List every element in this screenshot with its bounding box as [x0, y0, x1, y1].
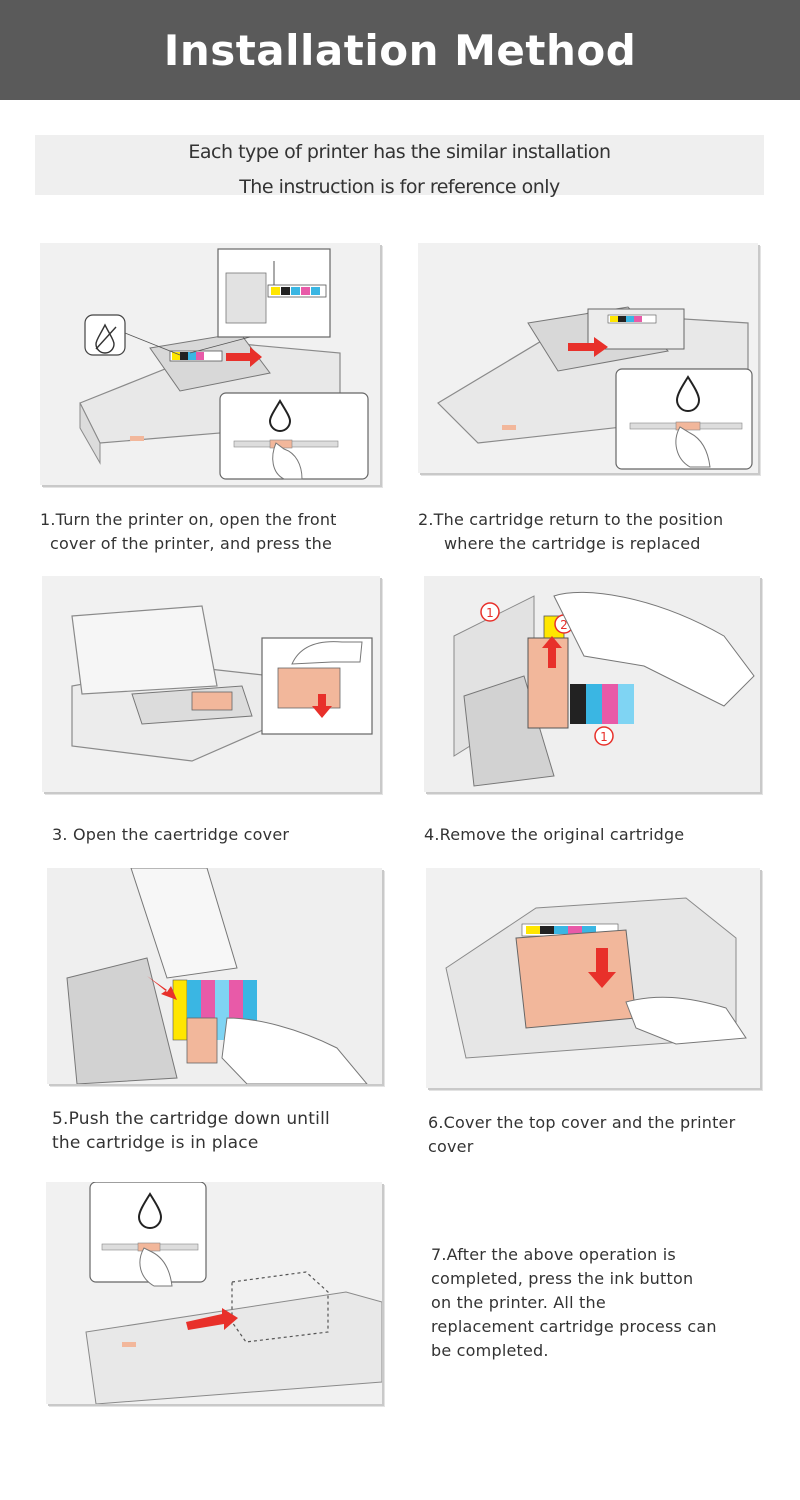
arrow-icon — [568, 337, 608, 357]
step-2-illustration — [418, 243, 758, 473]
step-4-line-1: 4.Remove the original cartridge — [424, 825, 685, 844]
step-1-caption: 1.Turn the printer on, open the front co… — [40, 508, 390, 556]
cartridge-return-illustration — [418, 243, 758, 473]
push-cartridge-illustration — [47, 868, 382, 1084]
step-6-illustration — [426, 868, 760, 1088]
step-2-caption: 2.The cartridge return to the position w… — [418, 508, 768, 556]
arrow-icon — [186, 1308, 238, 1330]
no-ink-icon — [95, 323, 117, 354]
hand-icon — [291, 641, 363, 665]
open-cartridge-cover-illustration — [42, 576, 380, 792]
reference-note: Each type of printer has the similar ins… — [35, 135, 764, 198]
step-7-line-5: be completed. — [431, 1341, 549, 1360]
press-ink-button-illustration — [46, 1182, 382, 1404]
remove-cartridge-illustration: 1 2 1 — [424, 576, 760, 792]
page-title: Installation Method — [163, 25, 637, 75]
step-7-line-2: completed, press the ink button — [431, 1269, 694, 1288]
hand-icon — [553, 591, 755, 707]
note-line-1: Each type of printer has the similar ins… — [188, 141, 611, 163]
step-6-caption: 6.Cover the top cover and the printer co… — [428, 1111, 768, 1159]
printer-front-illustration — [40, 243, 380, 485]
step-7-caption: 7.After the above operation is completed… — [431, 1243, 771, 1363]
arrow-icon — [542, 636, 562, 668]
step-2-line-2: where the cartridge is replaced — [444, 534, 701, 553]
arrow-icon — [588, 948, 616, 988]
step-7-line-4: replacement cartridge process can — [431, 1317, 717, 1336]
page-header: Installation Method — [0, 0, 800, 100]
step-7-illustration — [46, 1182, 382, 1404]
step-7-line-3: on the printer. All the — [431, 1293, 606, 1312]
step-5-illustration — [47, 868, 382, 1084]
step-6-line-2: cover — [428, 1137, 474, 1156]
step-4-illustration: 1 2 1 — [424, 576, 760, 792]
arrow-icon — [147, 976, 177, 1000]
hand-icon — [139, 1247, 173, 1287]
step-2-line-1: 2.The cartridge return to the position — [418, 510, 724, 529]
ink-drop-icon — [137, 1192, 163, 1229]
step-4-caption: 4.Remove the original cartridge — [424, 823, 764, 847]
hand-icon — [625, 996, 747, 1045]
step-1-illustration — [40, 243, 380, 485]
cover-top-illustration — [426, 868, 760, 1088]
marker-1a: 1 — [486, 606, 494, 620]
marker-2: 2 — [560, 618, 568, 632]
marker-1b: 1 — [600, 730, 608, 744]
arrow-icon — [312, 694, 332, 718]
step-3-caption: 3. Open the caertridge cover — [52, 823, 392, 847]
arrow-icon — [226, 347, 262, 367]
step-1-line-1: 1.Turn the printer on, open the front — [40, 510, 337, 529]
step-5-line-1: 5.Push the cartridge down untill — [52, 1109, 330, 1129]
step-3-line-1: 3. Open the caertridge cover — [52, 825, 290, 844]
step-1-line-2: cover of the printer, and press the — [50, 534, 333, 553]
step-6-line-1: 6.Cover the top cover and the printer — [428, 1113, 736, 1132]
step-7-line-1: 7.After the above operation is — [431, 1245, 676, 1264]
note-line-2: The instruction is for reference only — [239, 176, 560, 198]
ink-drop-icon — [675, 375, 701, 412]
step-5-line-2: the cartridge is in place — [52, 1133, 259, 1153]
step-5-caption: 5.Push the cartridge down untill the car… — [52, 1107, 392, 1155]
step-3-illustration — [42, 576, 380, 792]
hand-icon — [221, 1017, 368, 1084]
ink-drop-icon — [268, 399, 292, 432]
